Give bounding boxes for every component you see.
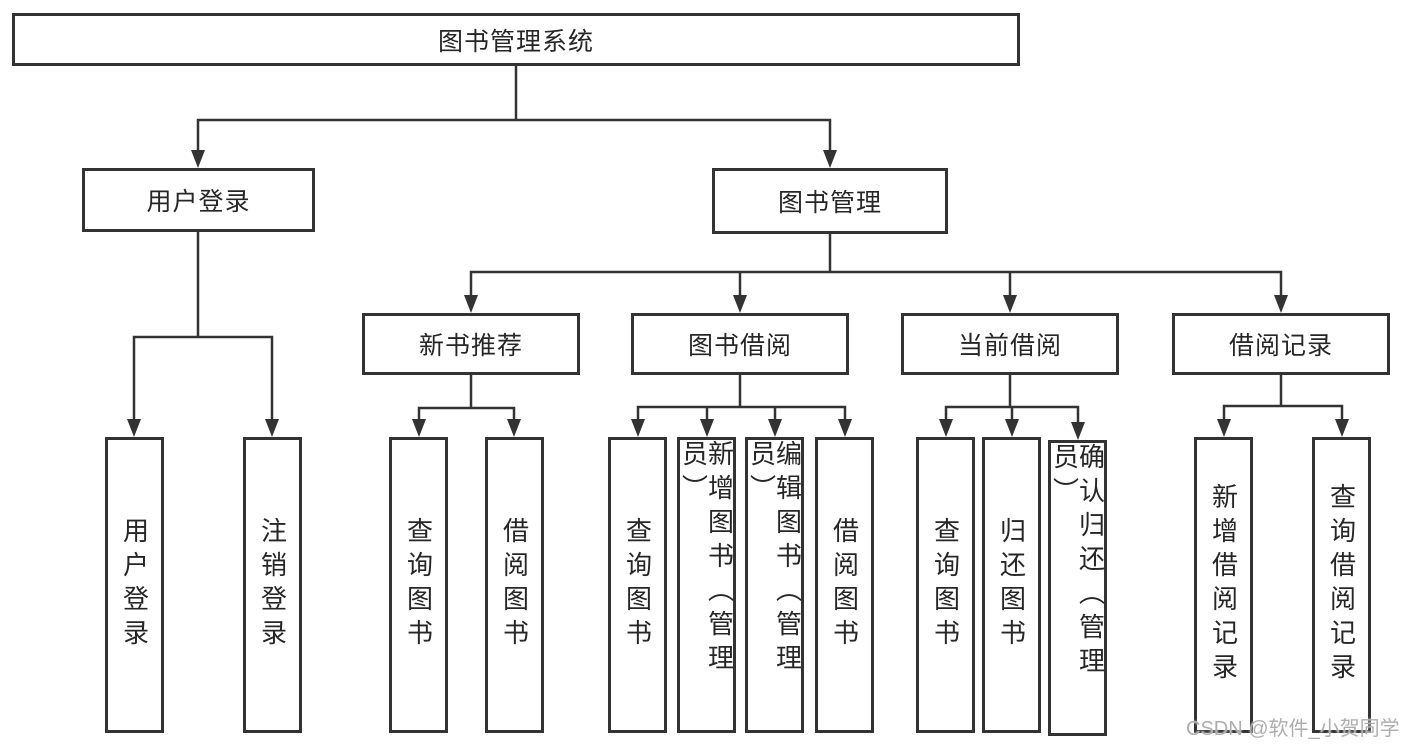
node-label: 查询图书 bbox=[930, 517, 961, 653]
node-book-borrow: 图书借阅 bbox=[631, 313, 849, 375]
node-label: 新增图书（管理员） bbox=[678, 440, 735, 678]
node-label: 图书借阅 bbox=[687, 332, 792, 360]
leaf-user-login: 用户登录 bbox=[105, 437, 164, 733]
node-label: 注销登录 bbox=[257, 517, 288, 653]
node-label: 图书管理 bbox=[777, 189, 882, 217]
node-borrow-records: 借阅记录 bbox=[1172, 313, 1390, 375]
node-label: 借阅记录 bbox=[1228, 332, 1333, 360]
node-user-login: 用户登录 bbox=[82, 168, 315, 232]
node-label: 借阅图书 bbox=[499, 517, 530, 653]
connector-current-borrow-split bbox=[944, 373, 1080, 424]
node-book-management: 图书管理 bbox=[712, 168, 948, 234]
leaf-edit-books-admin: 编辑图书（管理员） bbox=[745, 437, 804, 733]
node-label: 查询借阅记录 bbox=[1326, 483, 1357, 687]
connector-book-management-split bbox=[469, 232, 1283, 297]
node-label: 查询图书 bbox=[622, 517, 653, 653]
node-label: 新书推荐 bbox=[418, 332, 523, 360]
csdn-watermark: CSDN @软件_小贺同学 bbox=[1186, 718, 1400, 740]
connector-user-login-split bbox=[132, 230, 274, 421]
leaf-logout: 注销登录 bbox=[243, 437, 302, 733]
connector-book-borrow-split bbox=[636, 373, 847, 421]
node-label: 编辑图书（管理员） bbox=[746, 440, 803, 678]
node-label: 用户登录 bbox=[146, 188, 251, 216]
node-label: 当前借阅 bbox=[957, 332, 1062, 360]
node-label: 查询图书 bbox=[403, 517, 434, 653]
connector-borrow-records-split bbox=[1222, 373, 1344, 421]
node-label: 图书管理系统 bbox=[437, 27, 594, 56]
node-current-borrow: 当前借阅 bbox=[901, 313, 1119, 375]
leaf-query-borrow-record: 查询借阅记录 bbox=[1312, 437, 1371, 733]
leaf-query-books-recommend: 查询图书 bbox=[389, 437, 448, 733]
leaf-borrow-books: 借阅图书 bbox=[815, 437, 874, 733]
arrowheads bbox=[127, 150, 1349, 440]
node-label: 借阅图书 bbox=[829, 517, 860, 653]
node-label: 用户登录 bbox=[119, 517, 150, 653]
node-new-book-recommend: 新书推荐 bbox=[362, 313, 580, 375]
leaf-return-books: 归还图书 bbox=[982, 437, 1041, 733]
leaf-add-borrow-record: 新增借阅记录 bbox=[1194, 437, 1253, 733]
node-library-management-system: 图书管理系统 bbox=[12, 13, 1020, 66]
leaf-query-books-current: 查询图书 bbox=[916, 437, 975, 733]
leaf-confirm-return-admin: 确认归还（管理员） bbox=[1048, 440, 1107, 736]
leaf-query-books-borrow: 查询图书 bbox=[608, 437, 667, 733]
leaf-borrow-books-recommend: 借阅图书 bbox=[485, 437, 544, 733]
node-label: 归还图书 bbox=[996, 517, 1027, 653]
connector-new-book-split bbox=[417, 373, 516, 421]
leaf-add-books-admin: 新增图书（管理员） bbox=[677, 437, 736, 733]
node-label: 确认归还（管理员） bbox=[1049, 443, 1106, 681]
node-label: 新增借阅记录 bbox=[1208, 483, 1239, 687]
connector-root-to-level2 bbox=[196, 64, 832, 152]
